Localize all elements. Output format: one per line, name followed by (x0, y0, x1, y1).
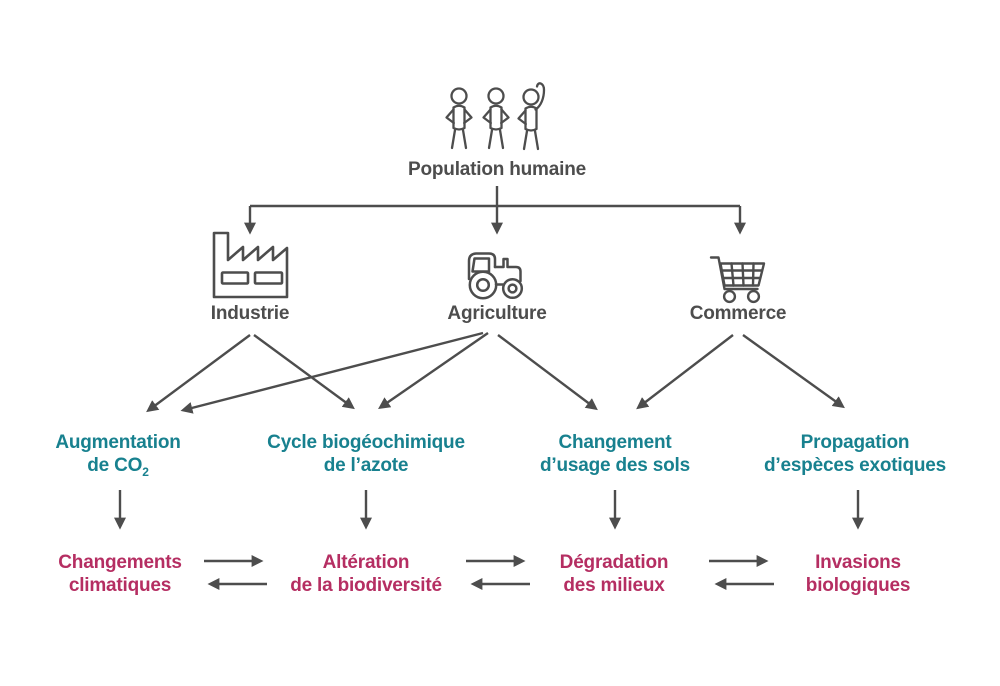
pressure-co2-line1: Augmentation (55, 432, 181, 453)
pressure-azote-line1: Cycle biogéochimique (267, 432, 465, 453)
arrow-commerce-to-especes (742, 334, 845, 409)
population-label: Population humaine (408, 159, 586, 180)
pressure-co2-line2: de CO2 (87, 455, 149, 479)
impact-climat: Changements climatiques (10, 551, 230, 597)
pressure-azote-line2: de l’azote (323, 455, 409, 476)
arrow-agriculture-to-azote (378, 332, 489, 410)
pressure-especes-line1: Propagation (800, 432, 910, 453)
pressure-sols: Changement d’usage des sols (505, 431, 725, 477)
impact-invasions-line1: Invasions (815, 552, 901, 573)
impact-climat-line2: climatiques (68, 575, 172, 596)
pressure-sols-line1: Changement (558, 432, 672, 453)
sector-label-agriculture: Agriculture (447, 303, 547, 324)
co2-subscript: 2 (142, 465, 149, 479)
arrow-industrie-to-co2 (146, 334, 251, 413)
impact-biodiversite: Altération de la biodiversité (256, 551, 476, 597)
impact-milieux: Dégradation des milieux (504, 551, 724, 597)
root-connector-line (250, 186, 740, 208)
arrow-agriculture-to-co2 (180, 331, 484, 414)
tractor-icon (467, 252, 524, 300)
shopping-cart-icon (709, 256, 766, 304)
arrow-agriculture-to-sols (497, 334, 598, 411)
impact-biodiversite-line1: Altération (322, 552, 410, 573)
arrow-industrie-to-azote (253, 334, 355, 410)
pressure-especes-line2: d’espèces exotiques (763, 455, 947, 476)
impact-milieux-line2: des milieux (563, 575, 665, 596)
arrow-commerce-to-sols (636, 334, 734, 410)
factory-icon (212, 231, 289, 299)
impact-invasions: Invasions biologiques (748, 551, 968, 597)
people-icon (445, 82, 546, 151)
pressure-especes: Propagation d’espèces exotiques (745, 431, 965, 477)
pressure-co2: Augmentation de CO2 (8, 431, 228, 484)
pressure-azote: Cycle biogéochimique de l’azote (256, 431, 476, 477)
impact-invasions-line2: biologiques (805, 575, 911, 596)
pressure-sols-line2: d’usage des sols (540, 455, 690, 476)
impact-climat-line1: Changements (58, 552, 182, 573)
impact-milieux-line1: Dégradation (559, 552, 669, 573)
sector-label-industrie: Industrie (210, 303, 290, 324)
impact-biodiversite-line2: de la biodiversité (290, 575, 442, 596)
sector-label-commerce: Commerce (689, 303, 787, 324)
